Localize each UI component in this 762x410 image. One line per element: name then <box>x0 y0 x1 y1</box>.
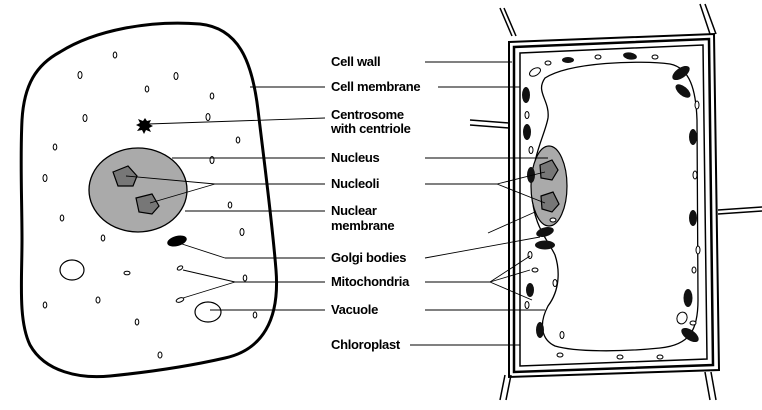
label-nucleus: Nucleus <box>331 150 380 165</box>
label-nuclear-2: membrane <box>331 218 394 233</box>
centrosome-icon <box>136 118 153 134</box>
label-golgi-bodies: Golgi bodies <box>331 250 406 265</box>
golgi-body <box>167 235 187 247</box>
plant-mitochondria <box>524 54 701 360</box>
animal-vacuole <box>194 301 222 323</box>
animal-cell <box>19 21 279 379</box>
label-centrosome-1: Centrosome <box>331 107 404 122</box>
plant-nucleolus-1 <box>539 159 559 181</box>
label-cell-membrane: Cell membrane <box>331 79 420 94</box>
label-nucleoli: Nucleoli <box>331 176 379 191</box>
neighbor-walls <box>469 3 762 401</box>
label-mitochondria: Mitochondria <box>331 274 410 289</box>
animal-nucleolus-2 <box>135 193 160 215</box>
label-centrosome-2: with centriole <box>330 121 411 136</box>
labels: Cell wall Cell membrane Centrosome with … <box>330 54 421 352</box>
label-nuclear-1: Nuclear <box>331 203 377 218</box>
animal-nucleus <box>88 147 188 233</box>
animal-nucleolus-1 <box>112 165 138 187</box>
animal-mitochondria <box>42 51 258 359</box>
plant-cell-wall-outer <box>508 32 721 379</box>
leader-lines <box>125 61 548 346</box>
label-chloroplast: Chloroplast <box>331 337 401 352</box>
plant-nucleolus-2 <box>540 191 560 213</box>
animal-vacuole-small <box>59 259 85 281</box>
label-cell-wall: Cell wall <box>331 54 380 69</box>
chloroplasts <box>522 52 699 343</box>
plant-cell <box>469 3 762 401</box>
label-vacuole: Vacuole <box>331 302 378 317</box>
